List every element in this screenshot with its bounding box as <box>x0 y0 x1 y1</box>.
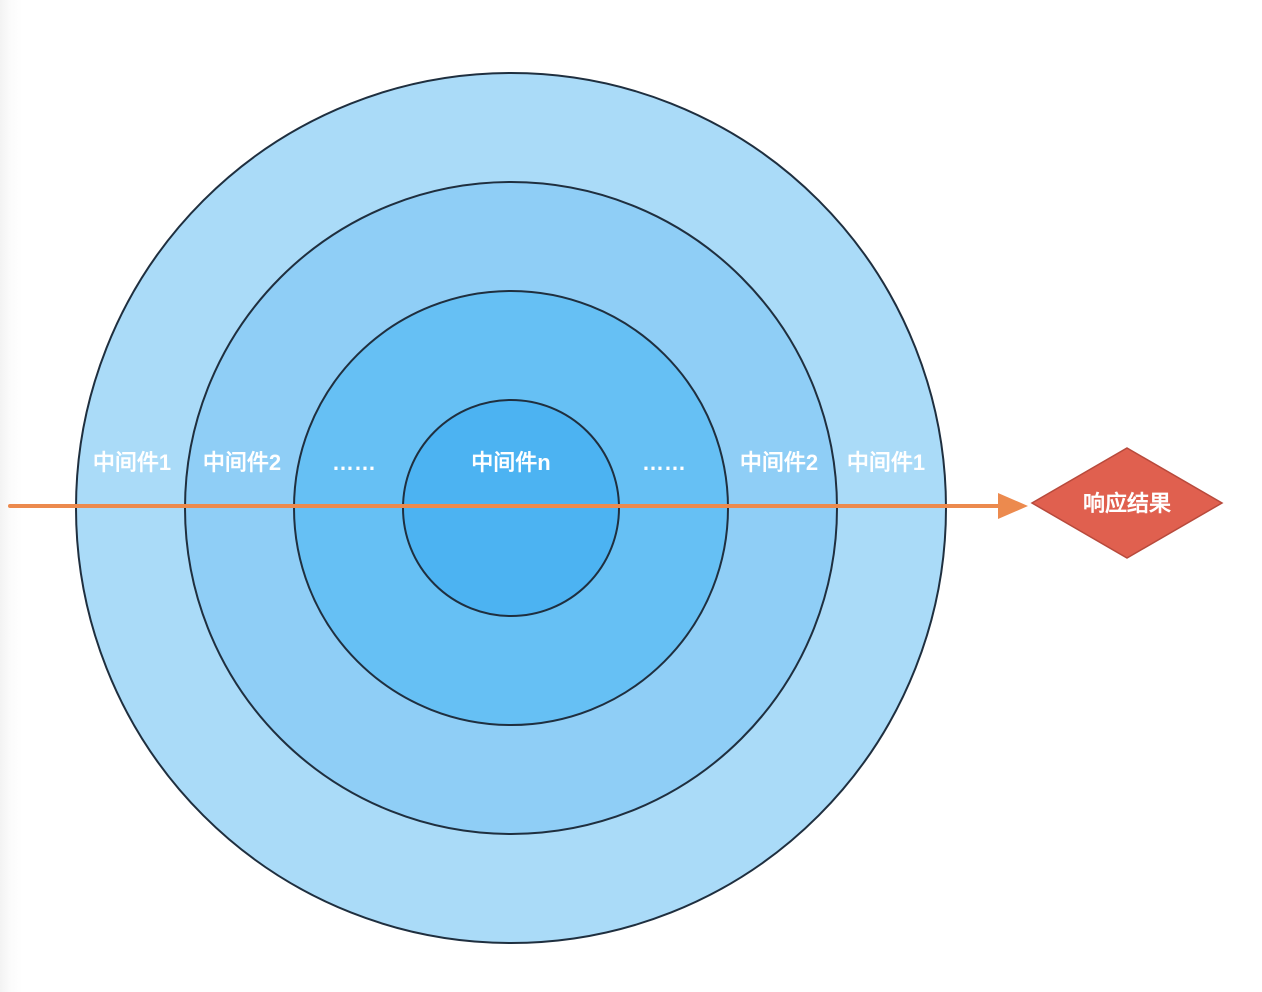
label-left-middleware-1: 中间件1 <box>93 450 171 475</box>
response-result-label: 响应结果 <box>1083 491 1171 516</box>
label-left-ellipsis: …… <box>332 450 376 475</box>
label-left-middleware-2: 中间件2 <box>203 450 281 475</box>
label-right-ellipsis: …… <box>642 450 686 475</box>
label-center-middleware-n: 中间件n <box>471 450 550 475</box>
label-right-middleware-2: 中间件2 <box>740 450 818 475</box>
response-result-diamond <box>1030 447 1224 559</box>
label-right-middleware-1: 中间件1 <box>847 450 925 475</box>
request-arrowhead <box>998 493 1028 519</box>
